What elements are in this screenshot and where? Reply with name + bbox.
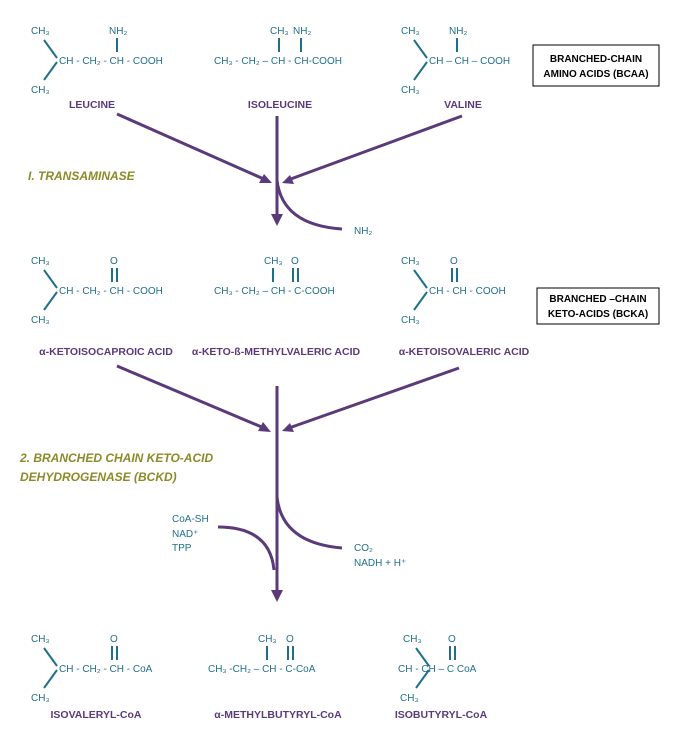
valine-ch3-bottom: CH₃ [401,85,420,96]
product-co2: CO₂ [354,543,373,554]
cofactor-input-curve [217,525,276,571]
ketoisocaproic-structure: CH₃ O CH - CH₂ - CH - COOH CH₃ [31,256,163,326]
leucine-label: LEUCINE [69,99,115,111]
kic-lower-bond [43,291,58,311]
enzyme-bckd-line2: DEHYDROGENASE (BCKD) [20,470,177,484]
valine-to-transaminase-arrow [287,114,463,182]
ivcoa-ch3-bottom: CH₃ [31,693,50,704]
bcka-box-line1: BRANCHED –CHAIN [549,294,646,305]
kiv-oxygen: O [450,256,458,267]
isoleucine-main-chain: CH₃ - CH₂ – CH - CH-COOH [214,56,342,67]
ibcoa-ch3-top: CH₃ [403,634,422,645]
valine-upper-bond [413,39,428,59]
kiv-ch3-bottom: CH₃ [401,315,420,326]
isoleucine-label: ISOLEUCINE [248,99,312,111]
valine-structure: CH₃ NH₂ CH – CH – COOH CH₃ [401,26,510,96]
kic-main-chain: CH - CH₂ - CH - COOH [59,286,163,297]
kiv-upper-bond [413,269,428,289]
isoleucine-ch3: CH₃ [270,26,289,37]
enzyme-transaminase: I. TRANSAMINASE [28,169,136,183]
ketomethylvaleric-structure: CH₃ O CH₃ - CH₂ – CH - C-COOH [214,256,335,297]
valine-label: VALINE [444,99,482,111]
valine-main-chain: CH – CH – COOH [429,56,510,67]
valine-arrowhead [282,175,294,184]
leucine-arrowhead [259,174,272,183]
bckd-main-arrowhead [271,590,283,602]
kiv-arrowhead [282,423,294,432]
leucine-ch3-bottom: CH₃ [31,85,50,96]
leucine-lower-bond [43,61,58,81]
nh2-release-curve [275,179,343,231]
isovaleryl-coa-label: ISOVALERYL-CoA [51,709,142,721]
ivcoa-lower-bond [43,669,58,689]
isoleucine-structure: CH₃ NH₂ CH₃ - CH₂ – CH - CH-COOH [214,26,342,67]
kmv-oxygen: O [291,256,299,267]
ivcoa-oxygen: O [110,634,118,645]
methylbutyryl-coa-structure: CH₃ O CH₃ -CH₂ – CH - C-CoA [208,634,316,675]
mbcoa-ch3: CH₃ [258,634,277,645]
ibcoa-upper-bond [415,647,430,667]
ivcoa-ch3-top: CH₃ [31,634,50,645]
transaminase-main-arrowhead [271,214,283,226]
cofactor-coash: CoA-SH [172,514,209,525]
leucine-ch3-top: CH₃ [31,26,50,37]
kic-oxygen: O [110,256,118,267]
kiv-to-bckd-arrow [288,366,460,430]
leucine-structure: CH₃ NH₂ CH - CH₂ - CH - COOH CH₃ [31,26,163,96]
valine-nh2: NH₂ [449,26,467,37]
kiv-lower-bond [413,291,428,311]
leucine-nh2: NH₂ [109,26,127,37]
ibcoa-main-chain: CH - CH – C CoA [398,664,477,675]
kic-ch3-bottom: CH₃ [31,315,50,326]
ibcoa-lower-bond [415,669,430,689]
kic-upper-bond [43,269,58,289]
bcaa-box-line1: BRANCHED-CHAIN [550,54,642,65]
leucine-upper-bond [43,39,58,59]
isobutyryl-coa-structure: CH₃ O CH - CH – C CoA CH₃ [398,634,477,704]
leucine-to-transaminase-arrow [116,112,267,182]
enzyme-bckd-line1: 2. BRANCHED CHAIN KETO-ACID [19,451,213,465]
ketoisovaleric-label: α-KETOISOVALERIC ACID [399,346,530,358]
ivcoa-main-chain: CH - CH₂ - CH - CoA [59,664,153,675]
ivcoa-upper-bond [43,647,58,667]
ketoisovaleric-structure: CH₃ O CH - CH - COOH CH₃ [401,256,506,326]
ibcoa-oxygen: O [448,634,456,645]
kiv-main-chain: CH - CH - COOH [429,286,506,297]
kmv-ch3: CH₃ [264,256,283,267]
bcka-box-line2: KETO-ACIDS (BCKA) [548,309,648,320]
isobutyryl-coa-label: ISOBUTYRYL-CoA [395,709,488,721]
co2-release-curve [275,496,343,550]
kic-to-bckd-arrow [116,364,265,430]
kmv-main-chain: CH₃ - CH₂ – CH - C-COOH [214,286,335,297]
kic-ch3-top: CH₃ [31,256,50,267]
mbcoa-oxygen: O [286,634,294,645]
isovaleryl-coa-structure: CH₃ O CH - CH₂ - CH - CoA CH₃ [31,634,153,704]
ketomethylvaleric-label: α-KETO-ß-METHYLVALERIC ACID [192,346,361,358]
kiv-ch3-top: CH₃ [401,256,420,267]
bcaa-box: BRANCHED-CHAIN AMINO ACIDS (BCAA) [532,44,660,87]
bcka-box: BRANCHED –CHAIN KETO-ACIDS (BCKA) [536,287,660,325]
cofactor-tpp: TPP [172,543,192,554]
kic-arrowhead [258,422,271,432]
valine-lower-bond [413,61,428,81]
nh2-released: NH₂ [354,226,372,237]
valine-ch3-top: CH₃ [401,26,420,37]
bcaa-box-line2: AMINO ACIDS (BCAA) [543,69,648,80]
ibcoa-ch3-bottom: CH₃ [400,693,419,704]
product-nadh: NADH + H⁺ [354,558,406,569]
isoleucine-nh2: NH₂ [293,26,311,37]
leucine-main-chain: CH - CH₂ - CH - COOH [59,56,163,67]
mbcoa-main-chain: CH₃ -CH₂ – CH - C-CoA [208,664,316,675]
methylbutyryl-coa-label: α-METHYLBUTYRYL-CoA [214,709,342,721]
cofactor-nad: NAD⁺ [172,529,198,540]
ketoisocaproic-label: α-KETOISOCAPROIC ACID [39,346,173,358]
